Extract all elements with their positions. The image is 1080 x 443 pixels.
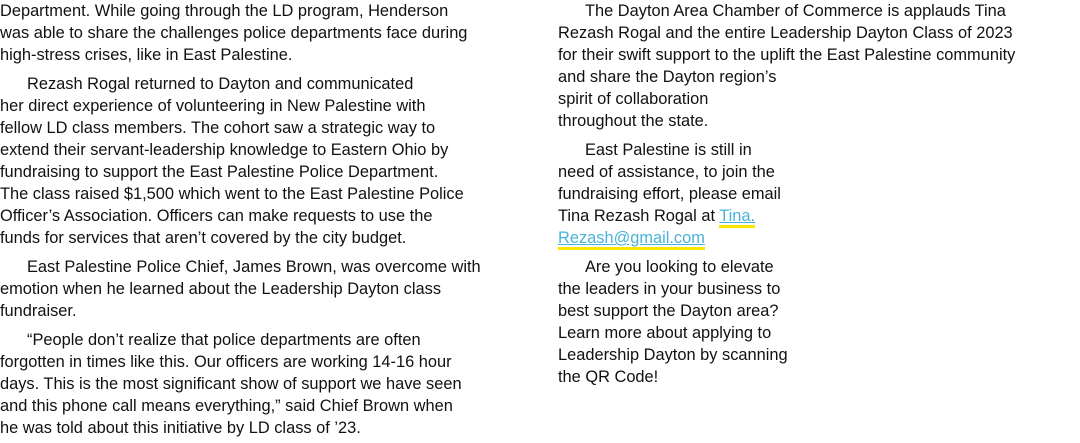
text-line: Learn more about applying to <box>558 324 772 342</box>
text-line: for their swift support to the uplift th… <box>558 46 1016 64</box>
text-line: throughout the state. <box>558 112 709 130</box>
text-line: was able to share the challenges police … <box>0 24 468 42</box>
text-line: fundraising to support the East Palestin… <box>0 163 439 181</box>
paragraph-chief-brown: East Palestine Police Chief, James Brown… <box>0 256 528 322</box>
text-line: funds for services that aren’t covered b… <box>0 229 407 247</box>
text-line: the QR Code! <box>558 368 659 386</box>
text-line: fundraising effort, please email <box>558 185 781 203</box>
email-link-part-2[interactable]: Rezash@gmail.com <box>558 229 705 250</box>
paragraph-henderson: Department. While going through the LD p… <box>0 0 528 66</box>
text-line: spirit of collaboration <box>558 90 709 108</box>
text-line: Are you looking to elevate <box>585 258 774 276</box>
paragraph-elevate-leaders: Are you looking to elevate the leaders i… <box>558 256 1078 388</box>
email-prefix-text: Tina Rezash Rogal at <box>558 207 720 225</box>
text-line: the leaders in your business to <box>558 280 781 298</box>
text-line: high-stress crises, like in East Palesti… <box>0 46 293 64</box>
text-line: East Palestine is still in <box>585 141 752 159</box>
left-column: Department. While going through the LD p… <box>0 0 528 439</box>
text-line: Rezash@gmail.com <box>558 227 1078 250</box>
text-line: emotion when he learned about the Leader… <box>0 280 442 298</box>
right-column: The Dayton Area Chamber of Commerce is a… <box>558 0 1078 388</box>
text-line: need of assistance, to join the <box>558 163 775 181</box>
paragraph-quote: “People don’t realize that police depart… <box>0 329 528 439</box>
text-line: Department. While going through the LD p… <box>0 2 449 20</box>
text-line: her direct experience of volunteering in… <box>0 97 426 115</box>
text-line: and share the Dayton region’s <box>558 68 777 86</box>
text-line: Leadership Dayton by scanning <box>558 346 788 364</box>
text-line: extend their servant-leadership knowledg… <box>0 141 449 159</box>
text-line: fellow LD class members. The cohort saw … <box>0 119 436 137</box>
text-line: East Palestine Police Chief, James Brown… <box>27 258 481 276</box>
paragraph-chamber-applauds: The Dayton Area Chamber of Commerce is a… <box>558 0 1078 132</box>
text-line: he was told about this initiative by LD … <box>0 419 361 437</box>
text-line: “People don’t realize that police depart… <box>27 331 421 349</box>
text-line: The Dayton Area Chamber of Commerce is a… <box>585 2 1006 20</box>
text-line: Rezash Rogal and the entire Leadership D… <box>558 24 1013 42</box>
email-link-part-1[interactable]: Tina. <box>719 207 756 228</box>
text-line: Rezash Rogal returned to Dayton and comm… <box>27 75 414 93</box>
text-line: fundraiser. <box>0 302 77 320</box>
text-line: Tina Rezash Rogal at Tina. <box>558 205 1078 228</box>
text-line: forgotten in times like this. Our office… <box>0 353 452 371</box>
paragraph-rezash-returned: Rezash Rogal returned to Dayton and comm… <box>0 73 528 249</box>
text-line: and this phone call means everything,” s… <box>0 397 453 415</box>
paragraph-assistance: East Palestine is still in need of assis… <box>558 139 1078 250</box>
text-line: The class raised $1,500 which went to th… <box>0 185 464 203</box>
text-line: best support the Dayton area? <box>558 302 779 320</box>
text-line: days. This is the most significant show … <box>0 375 462 393</box>
text-line: Officer’s Association. Officers can make… <box>0 207 433 225</box>
